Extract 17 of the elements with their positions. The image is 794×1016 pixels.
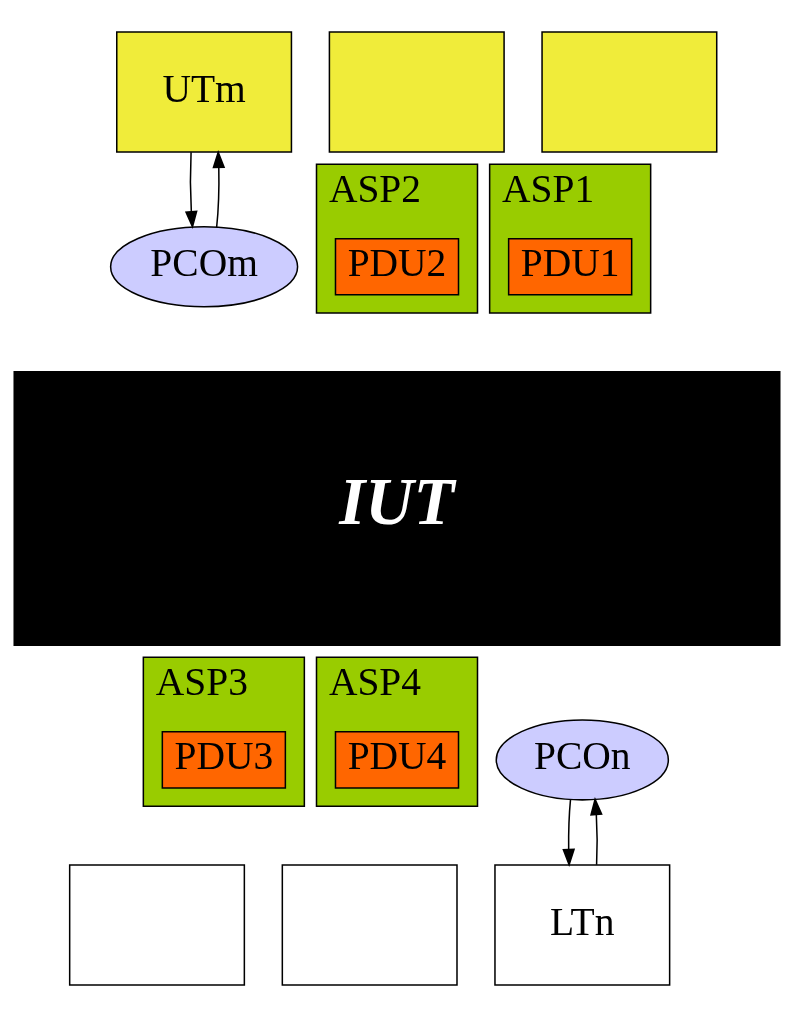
node-box: PDU2 — [334, 237, 460, 296]
node-box: PDU4 — [334, 730, 460, 789]
node-box — [68, 863, 246, 986]
node-box: IUT — [13, 370, 781, 646]
node-ellipse: PCOm — [109, 225, 299, 307]
node-ellipse: PCOn — [495, 718, 670, 801]
node-box — [328, 30, 505, 153]
node-box: UTm — [116, 30, 293, 153]
node-box — [541, 30, 718, 153]
arrow — [184, 150, 198, 229]
node-box: LTn — [494, 863, 671, 986]
arrow — [590, 796, 603, 865]
arrow — [212, 149, 226, 228]
node-box — [281, 863, 458, 986]
node-box: PDU1 — [507, 237, 633, 296]
node-box: PDU3 — [161, 730, 287, 789]
arrow — [562, 798, 576, 867]
